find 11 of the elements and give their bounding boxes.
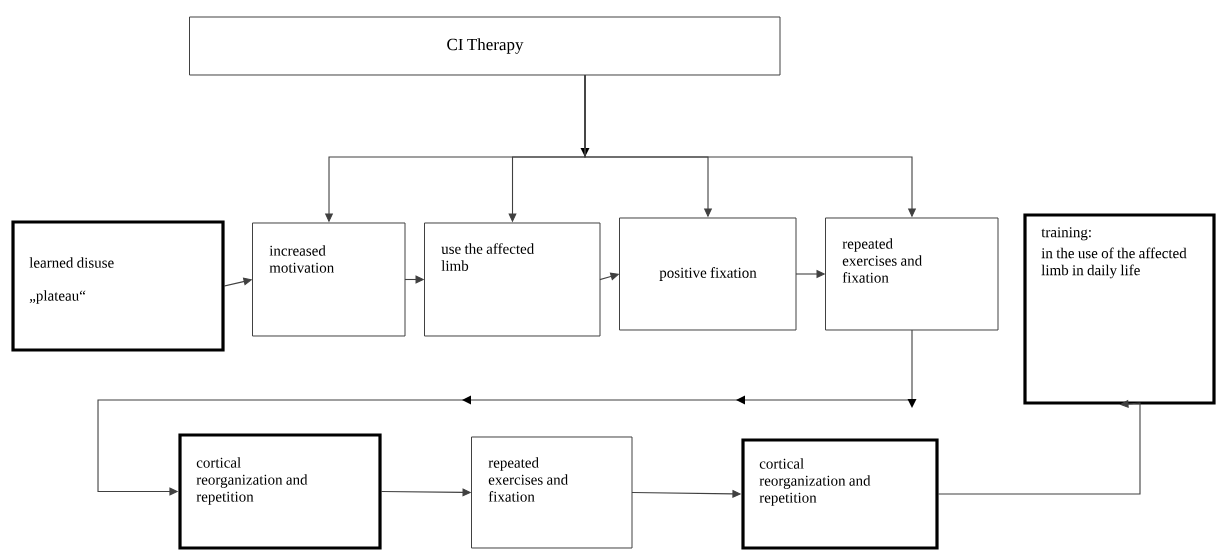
arrow [97,329,917,496]
process-box: repeated exercises and fixation [825,217,999,331]
process-box: use the affected limb [424,222,601,337]
process-box: repeated exercises and fixation [471,436,633,549]
process-box: learned disuse „plateau“ [11,220,225,352]
process-box: positive fixation [619,217,797,331]
process-box: training: in the use of the affected limb in daily life [1023,213,1216,405]
process-box: cortical reorganization and repetition [178,433,382,550]
process-box: cortical reorganization and repetition [741,438,939,550]
title-box: CI Therapy [189,16,781,76]
process-box: increased motivation [252,222,406,337]
